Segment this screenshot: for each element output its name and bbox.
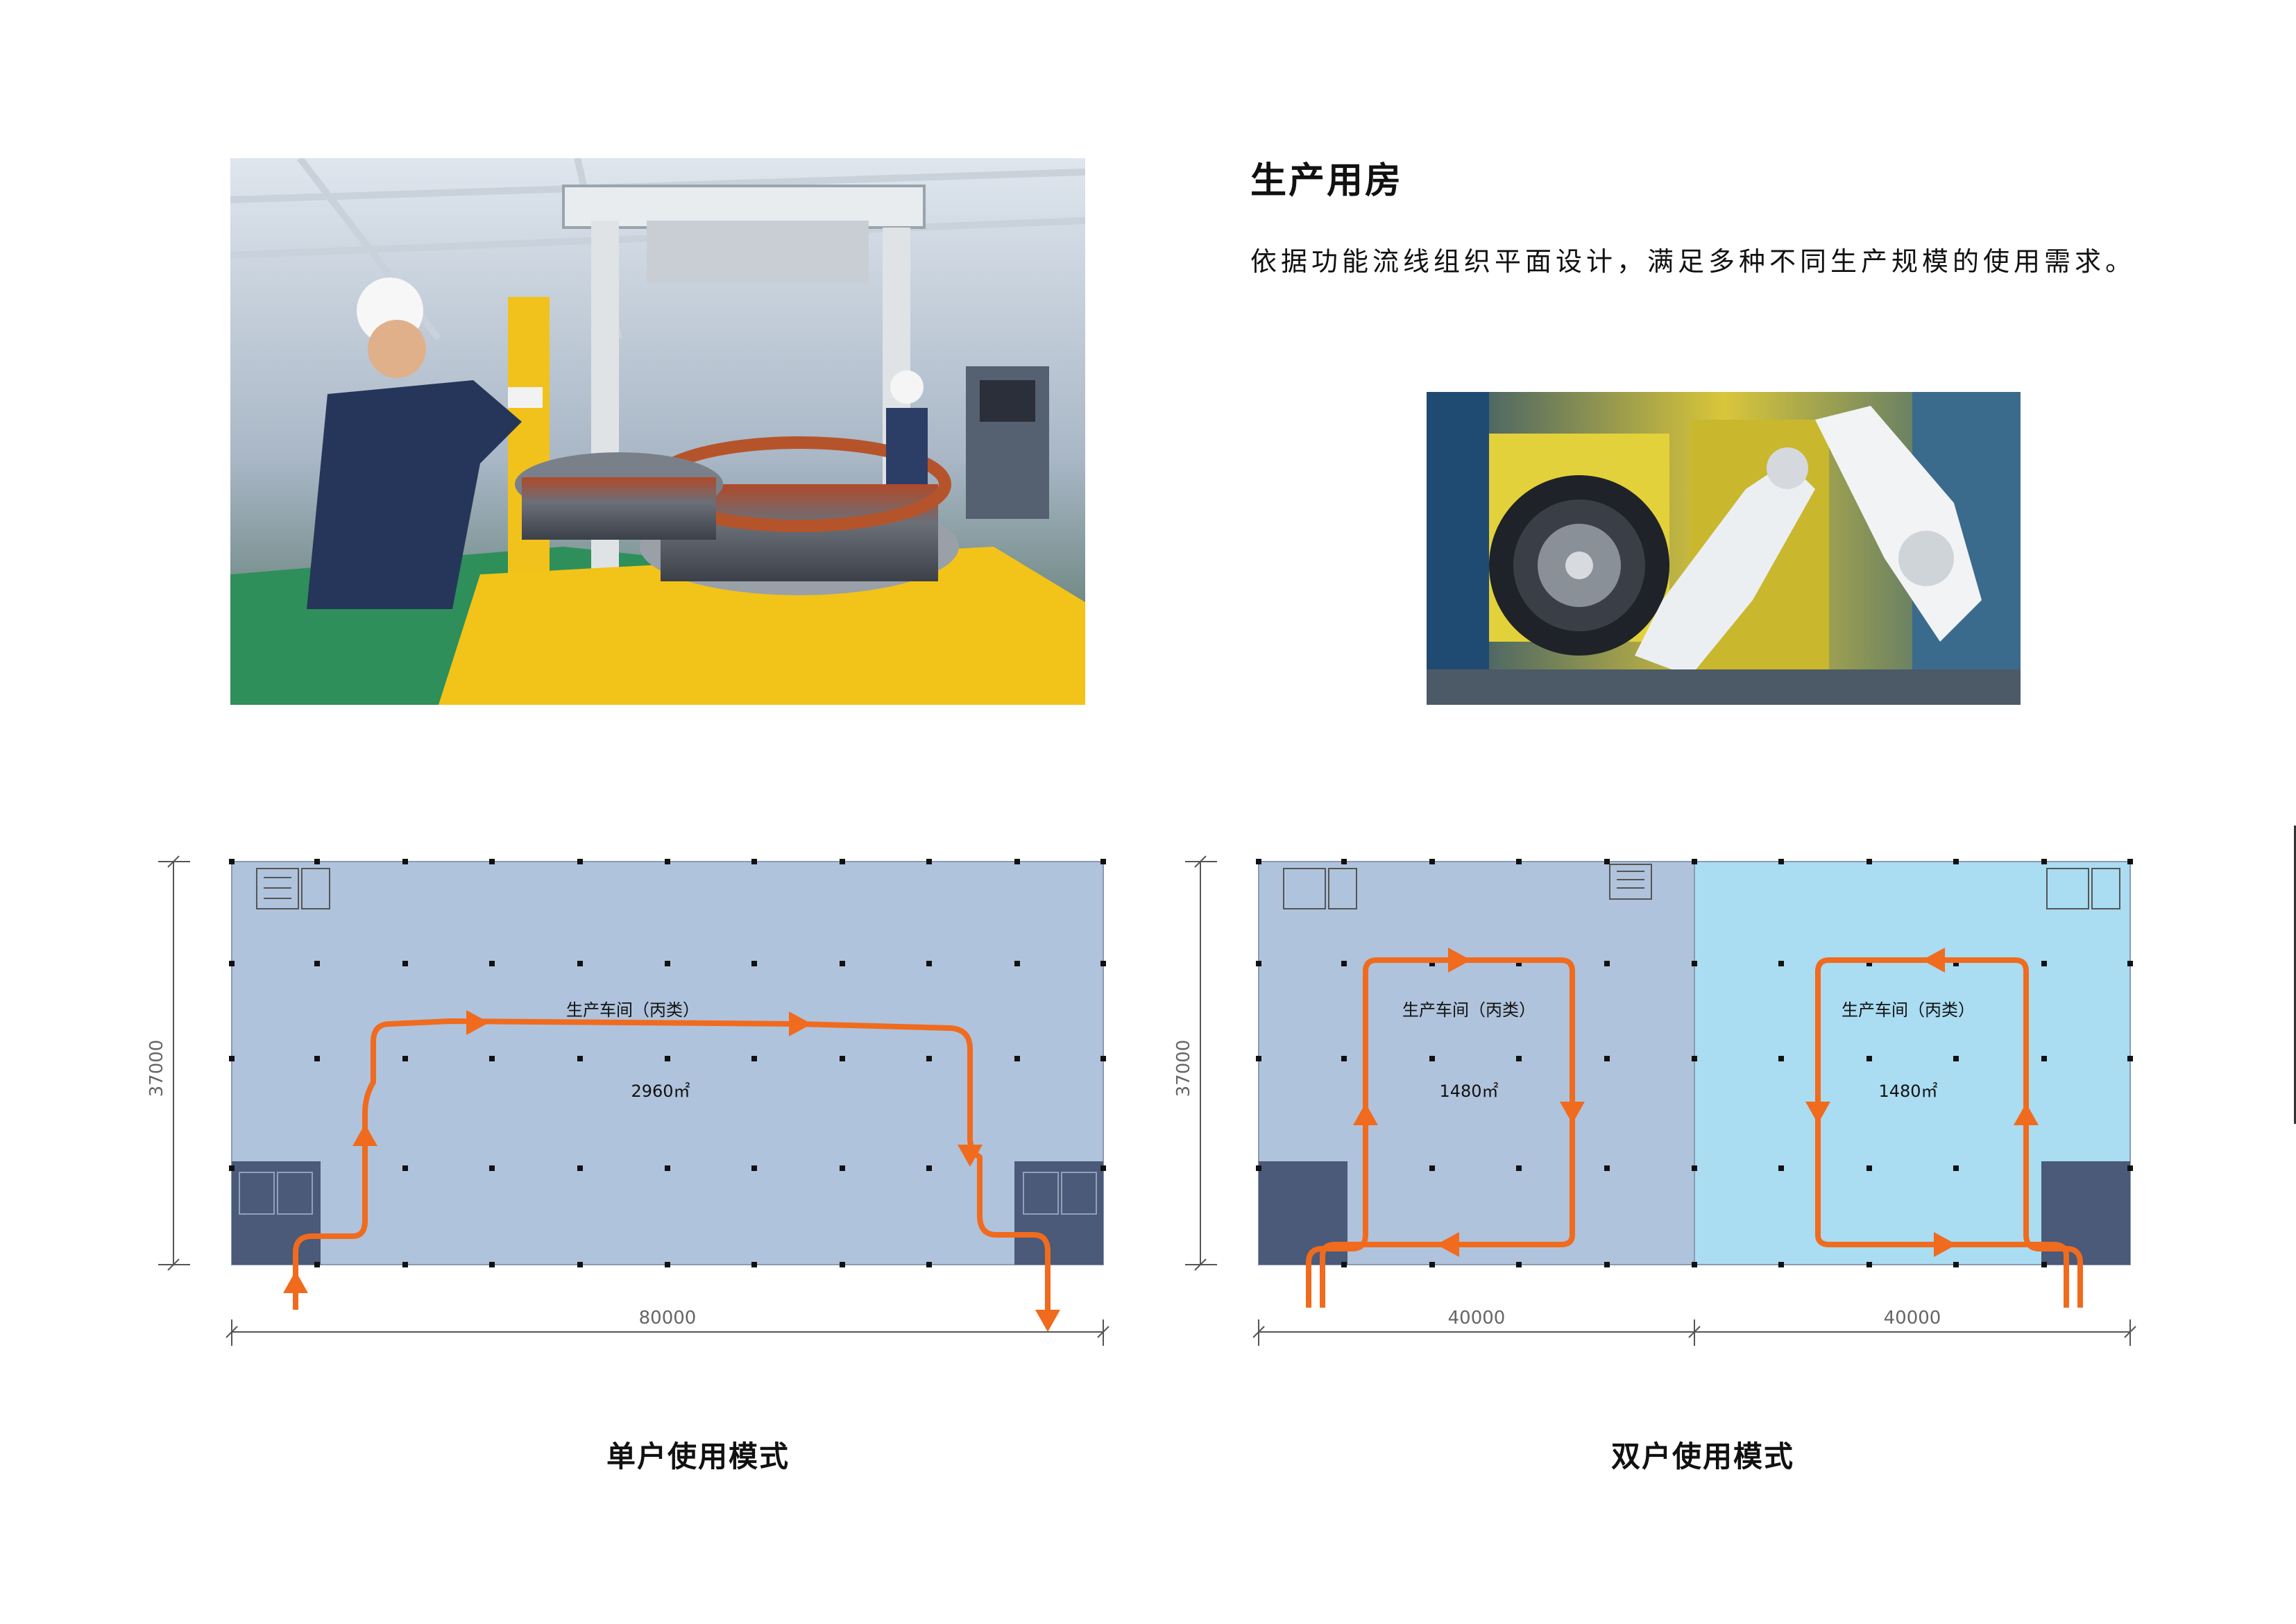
single-mode-plan: 生产车间（丙类） 2960㎡ 37000 80000 <box>146 855 1109 1346</box>
dim-height: 37000 <box>146 1040 167 1097</box>
page-edge-divider <box>2294 826 2296 1124</box>
dimension-lines <box>158 855 1109 1346</box>
flow-arrowheads-right <box>1805 948 2039 1257</box>
column-grid <box>1256 859 2133 1267</box>
area-label-left: 1480㎡ <box>1439 1082 1498 1101</box>
area-label-right: 1480㎡ <box>1878 1082 1937 1101</box>
page-description: 依据功能流线组织平面设计，满足多种不同生产规模的使用需求。 <box>1250 246 2136 277</box>
flow-arrowheads <box>283 1010 1060 1332</box>
room-label-right: 生产车间（丙类） <box>1842 1000 1975 1020</box>
dim-height: 37000 <box>1173 1040 1194 1097</box>
dim-width-right: 40000 <box>1884 1308 1941 1328</box>
column-grid <box>229 859 1106 1267</box>
factory-photo <box>230 158 1085 705</box>
stair-core-top <box>256 868 330 909</box>
robot-photo <box>1427 392 2021 705</box>
dim-width-left: 40000 <box>1448 1308 1506 1328</box>
flow-arrowheads-left <box>1353 948 1585 1257</box>
double-mode-plan: 生产车间（丙类） 1480㎡ 生产车间（丙类） 1480㎡ 37000 4000… <box>1173 855 2136 1346</box>
double-mode-caption: 双户使用模式 <box>1611 1439 1795 1473</box>
area-label: 2960㎡ <box>631 1082 690 1101</box>
page-title: 生产用房 <box>1250 160 1404 202</box>
flow-path <box>293 1018 1051 1322</box>
single-mode-caption: 单户使用模式 <box>606 1439 790 1473</box>
room-label: 生产车间（丙类） <box>566 1000 699 1020</box>
room-label-left: 生产车间（丙类） <box>1402 1000 1536 1020</box>
dimension-lines <box>1185 855 2136 1346</box>
floor-area <box>231 861 1104 1265</box>
dim-width: 80000 <box>639 1308 697 1328</box>
core-left <box>232 1161 321 1265</box>
